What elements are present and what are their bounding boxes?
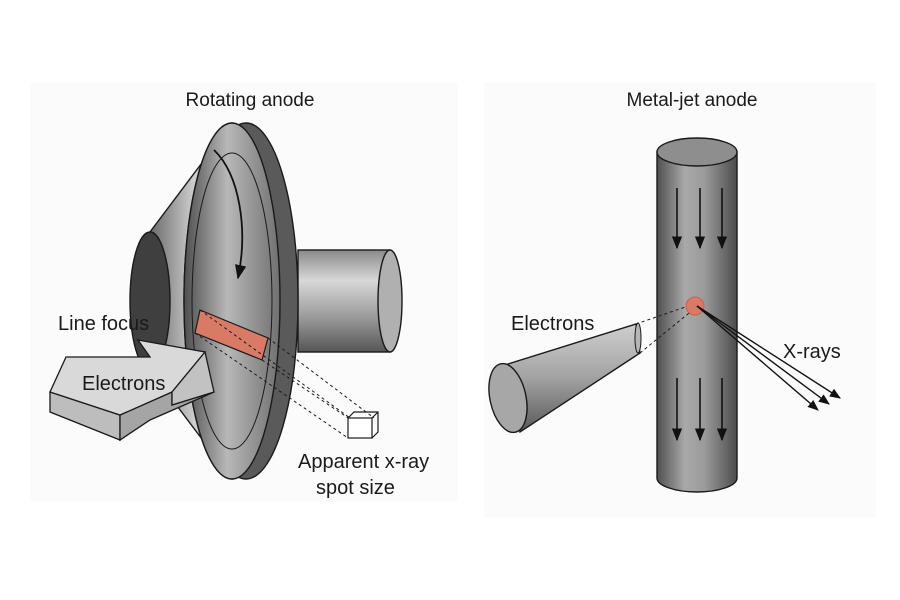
x-rays-label: X-rays: [783, 341, 841, 363]
electron-beam-dashes: [635, 303, 695, 354]
metal-jet-panel: Metal-jet anode Electrons X-rays: [484, 82, 876, 518]
shaft-icon: [297, 249, 403, 353]
electron-beam-arrow-icon: [49, 339, 215, 442]
x-ray-arrows-icon: [696, 305, 841, 411]
rotating-anode-panel: Rotating anode Line focus Electrons Appa…: [30, 82, 458, 502]
projection-box-icon: [194, 309, 379, 439]
electron-cone-icon: [488, 322, 642, 434]
electrons-label-right: Electrons: [511, 313, 594, 335]
apparent-spot-label-line1: Apparent x-ray: [298, 451, 429, 473]
focal-spot-icon: [685, 296, 705, 316]
right-panel-title: Metal-jet anode: [627, 90, 758, 111]
flow-arrow-icon: [671, 188, 728, 442]
left-panel-title: Rotating anode: [186, 90, 315, 111]
apparent-spot-label-line2: spot size: [316, 477, 395, 499]
rotation-arrow-icon: [213, 149, 247, 280]
electrons-label-left: Electrons: [82, 373, 165, 395]
line-focus-label: Line focus: [58, 313, 149, 335]
